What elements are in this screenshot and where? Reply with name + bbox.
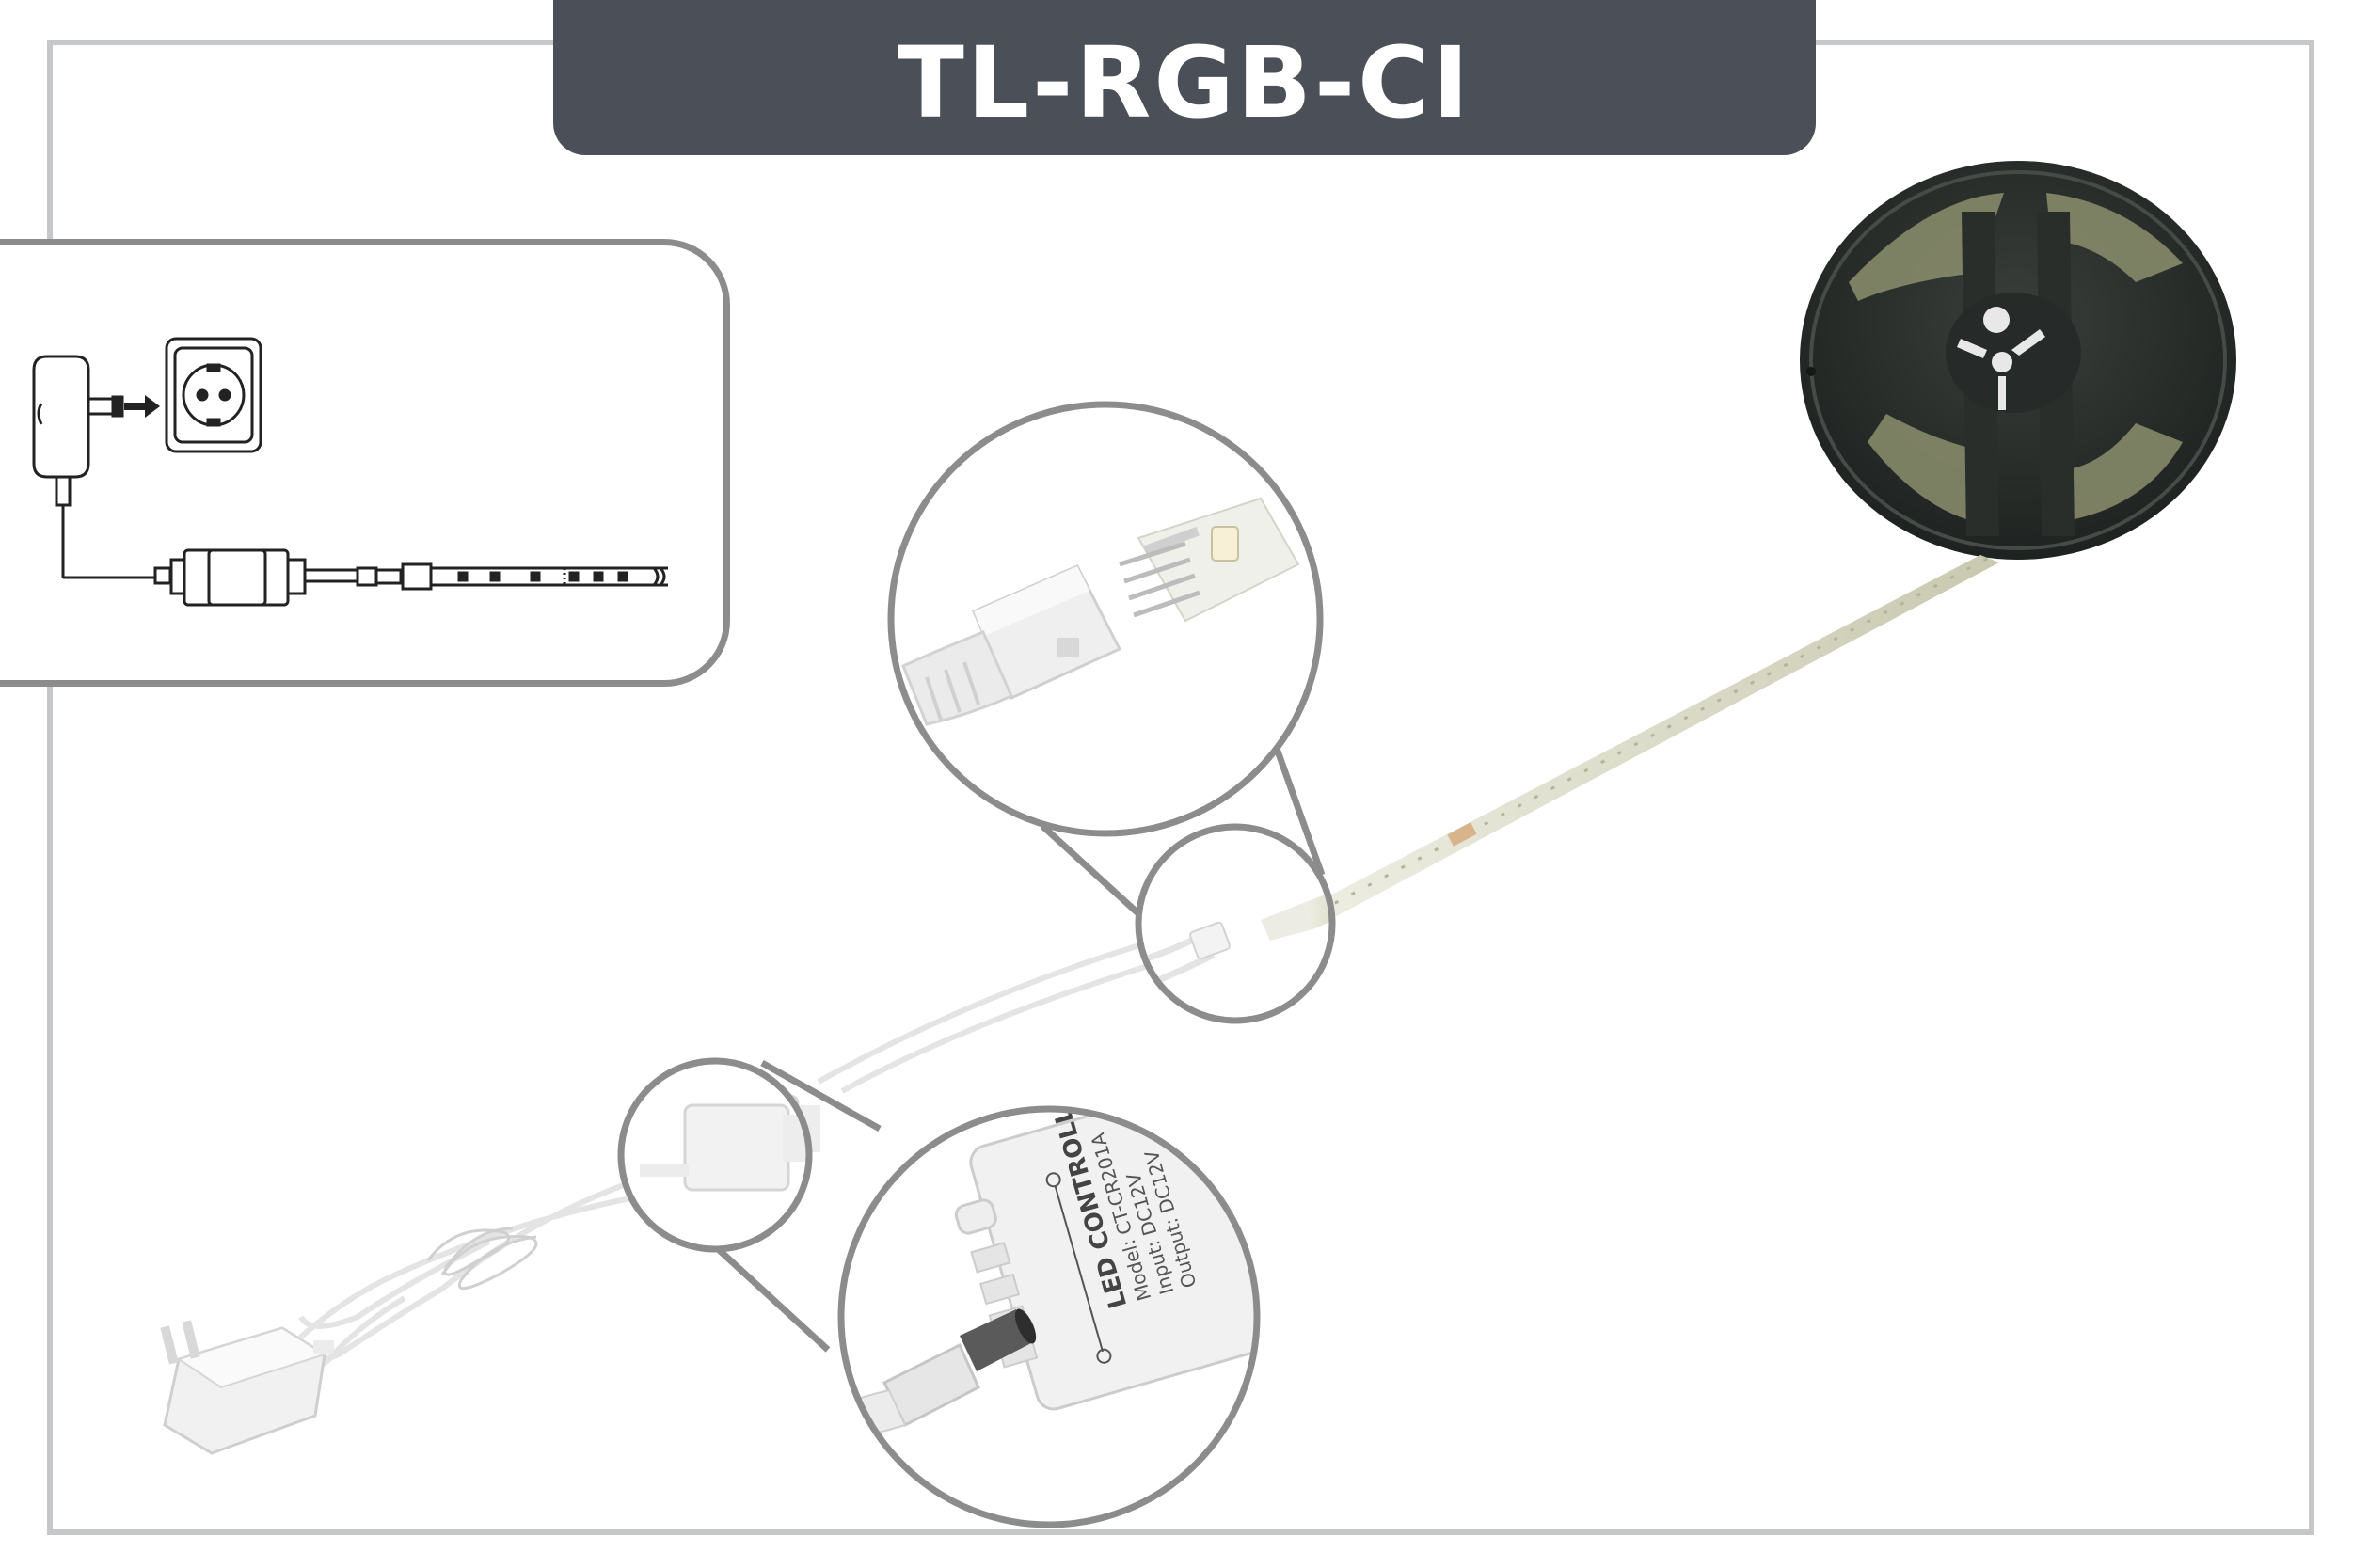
- led-controller-icon: [153, 548, 378, 607]
- callout-small-connector: [1135, 823, 1336, 1024]
- led-strip-icon: [374, 562, 668, 591]
- led-strip-reel: [1800, 161, 2236, 560]
- title-tab: TL-RGB-CI: [553, 0, 1816, 155]
- callout-controller-detail: LED CONTROLLER Model: CT-CR201A Input: D…: [837, 1105, 1261, 1528]
- connector-icon: [841, 1308, 1037, 1441]
- callout-connector-detail: [887, 401, 1324, 837]
- product-title: TL-RGB-CI: [897, 25, 1472, 140]
- wiring-diagram-panel: [0, 239, 730, 687]
- cable-bundle: [426, 1227, 538, 1291]
- callout-connector-lines: [712, 741, 1326, 1353]
- led-strip: [1256, 555, 1999, 937]
- power-adapter-icon: [160, 1320, 334, 1455]
- callout-small-controller: [617, 1057, 813, 1253]
- arrow-right-icon: [124, 395, 160, 418]
- wall-socket-icon: [165, 337, 262, 453]
- power-adapter-icon: [32, 355, 155, 579]
